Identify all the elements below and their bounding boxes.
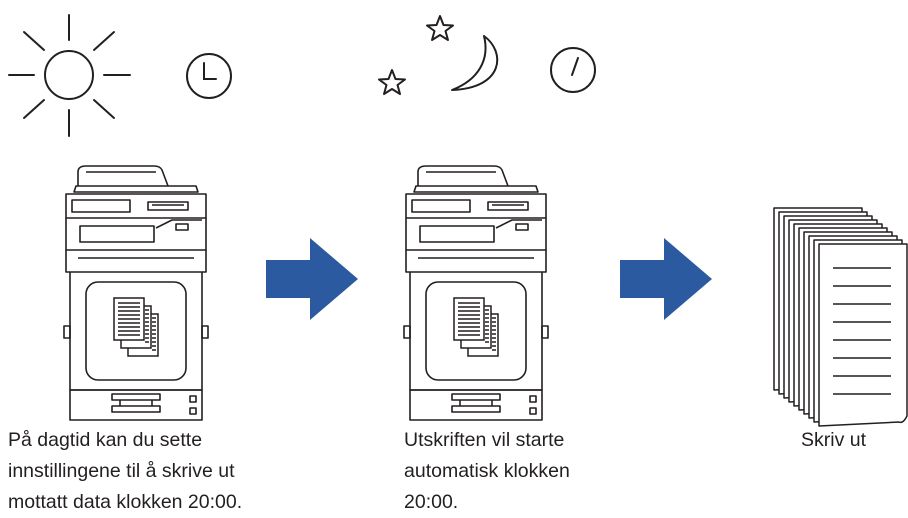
caption-line: Skriv ut bbox=[801, 429, 867, 451]
stacked-documents-icon bbox=[113, 297, 159, 357]
multifunction-printer-icon bbox=[403, 165, 549, 421]
caption-line: 20:00. bbox=[404, 491, 459, 513]
right-arrow-icon bbox=[266, 238, 358, 320]
printer-day bbox=[56, 158, 216, 428]
caption-step-1: På dagtid kan du sette innstillingene ti… bbox=[8, 425, 242, 518]
sun-icon bbox=[4, 10, 136, 140]
caption-step-3: Skriv ut bbox=[801, 425, 866, 456]
moon-and-stars-icon bbox=[374, 10, 514, 110]
caption-line: På dagtid kan du sette bbox=[8, 429, 203, 451]
printer-night bbox=[396, 158, 556, 428]
printed-pages-stack-icon bbox=[773, 207, 908, 427]
clock-three-icon bbox=[184, 51, 234, 101]
clock-one-icon bbox=[548, 45, 598, 95]
multifunction-printer-icon bbox=[63, 165, 209, 421]
caption-line: mottatt data klokken 20:00. bbox=[8, 491, 243, 513]
caption-line: Utskriften vil starte bbox=[404, 429, 565, 451]
caption-line: innstillingene til å skrive ut bbox=[8, 460, 235, 482]
caption-line: automatisk klokken bbox=[404, 460, 570, 482]
stacked-documents-icon bbox=[453, 297, 499, 357]
caption-step-2: Utskriften vil starte automatisk klokken… bbox=[404, 425, 570, 518]
right-arrow-icon bbox=[620, 238, 712, 320]
